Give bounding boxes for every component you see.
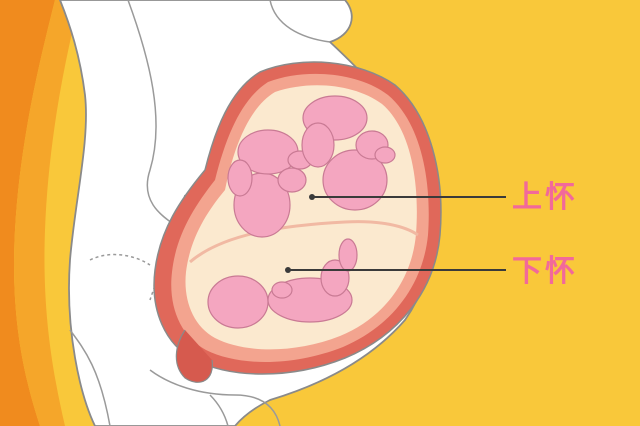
background-stripes <box>0 0 80 426</box>
membrane-divider <box>189 220 419 264</box>
fetus-upper-right <box>301 95 396 211</box>
fetus-upper-left <box>227 129 313 238</box>
pointer-upper <box>309 194 506 200</box>
body-contours <box>69 0 331 426</box>
leg-contour <box>149 369 281 426</box>
label-upper-position: 上怀 <box>512 180 578 215</box>
pointer-lower <box>285 267 506 273</box>
label-lower-position: 下怀 <box>512 254 578 289</box>
cervix <box>175 329 213 383</box>
